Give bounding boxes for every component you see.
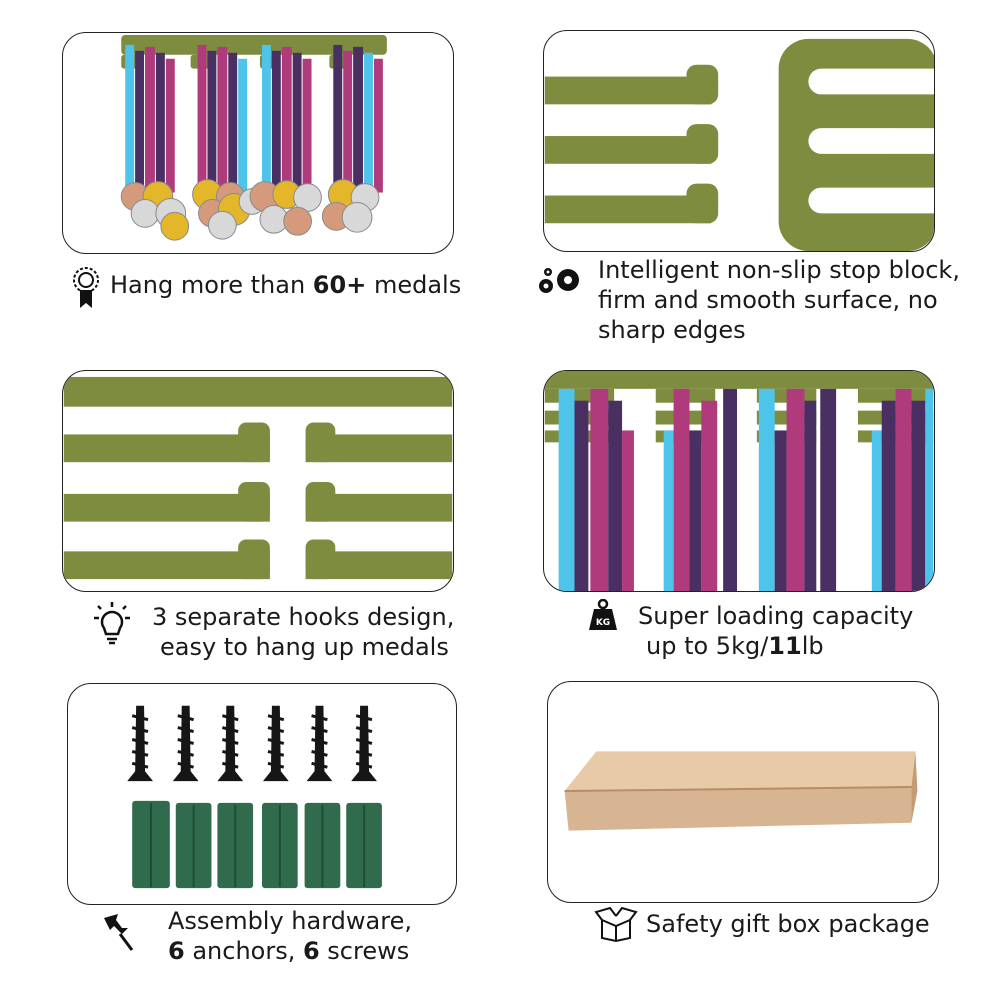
stop-block-closeup-panel bbox=[543, 30, 935, 252]
hardware-caption: Assembly hardware, 6 anchors, 6 screws bbox=[168, 907, 412, 965]
award-ribbon-icon bbox=[72, 266, 100, 310]
capacity-caption: Super loading capacity up to 5kg/11lb bbox=[638, 602, 914, 660]
loading-capacity-panel bbox=[543, 370, 935, 592]
hardware-illustration bbox=[127, 705, 382, 889]
medals-photo-panel bbox=[62, 32, 454, 254]
hardware-panel bbox=[67, 683, 457, 905]
stop-block-caption: Intelligent non-slip stop block, firm an… bbox=[598, 256, 960, 344]
medals-caption: Hang more than 60+ medals bbox=[110, 271, 462, 299]
svg-text:KG: KG bbox=[596, 618, 610, 628]
gift-box-panel bbox=[547, 681, 939, 903]
kg-weight-icon: KG bbox=[588, 599, 618, 631]
stop-block-illustration bbox=[544, 38, 934, 251]
hooks-design-panel bbox=[62, 370, 454, 592]
loaded-rack-illustration bbox=[544, 371, 934, 591]
open-box-icon bbox=[594, 906, 638, 942]
hooks-caption: 3 separate hooks design, easy to hang up… bbox=[152, 603, 455, 661]
pushpin-icon bbox=[100, 912, 136, 954]
gears-icon bbox=[534, 264, 584, 298]
medals-illustration bbox=[120, 34, 387, 241]
package-caption: Safety gift box package bbox=[646, 910, 930, 938]
hooks-illustration bbox=[63, 376, 453, 580]
gift-box-illustration bbox=[564, 751, 918, 831]
lightbulb-icon bbox=[90, 600, 134, 646]
